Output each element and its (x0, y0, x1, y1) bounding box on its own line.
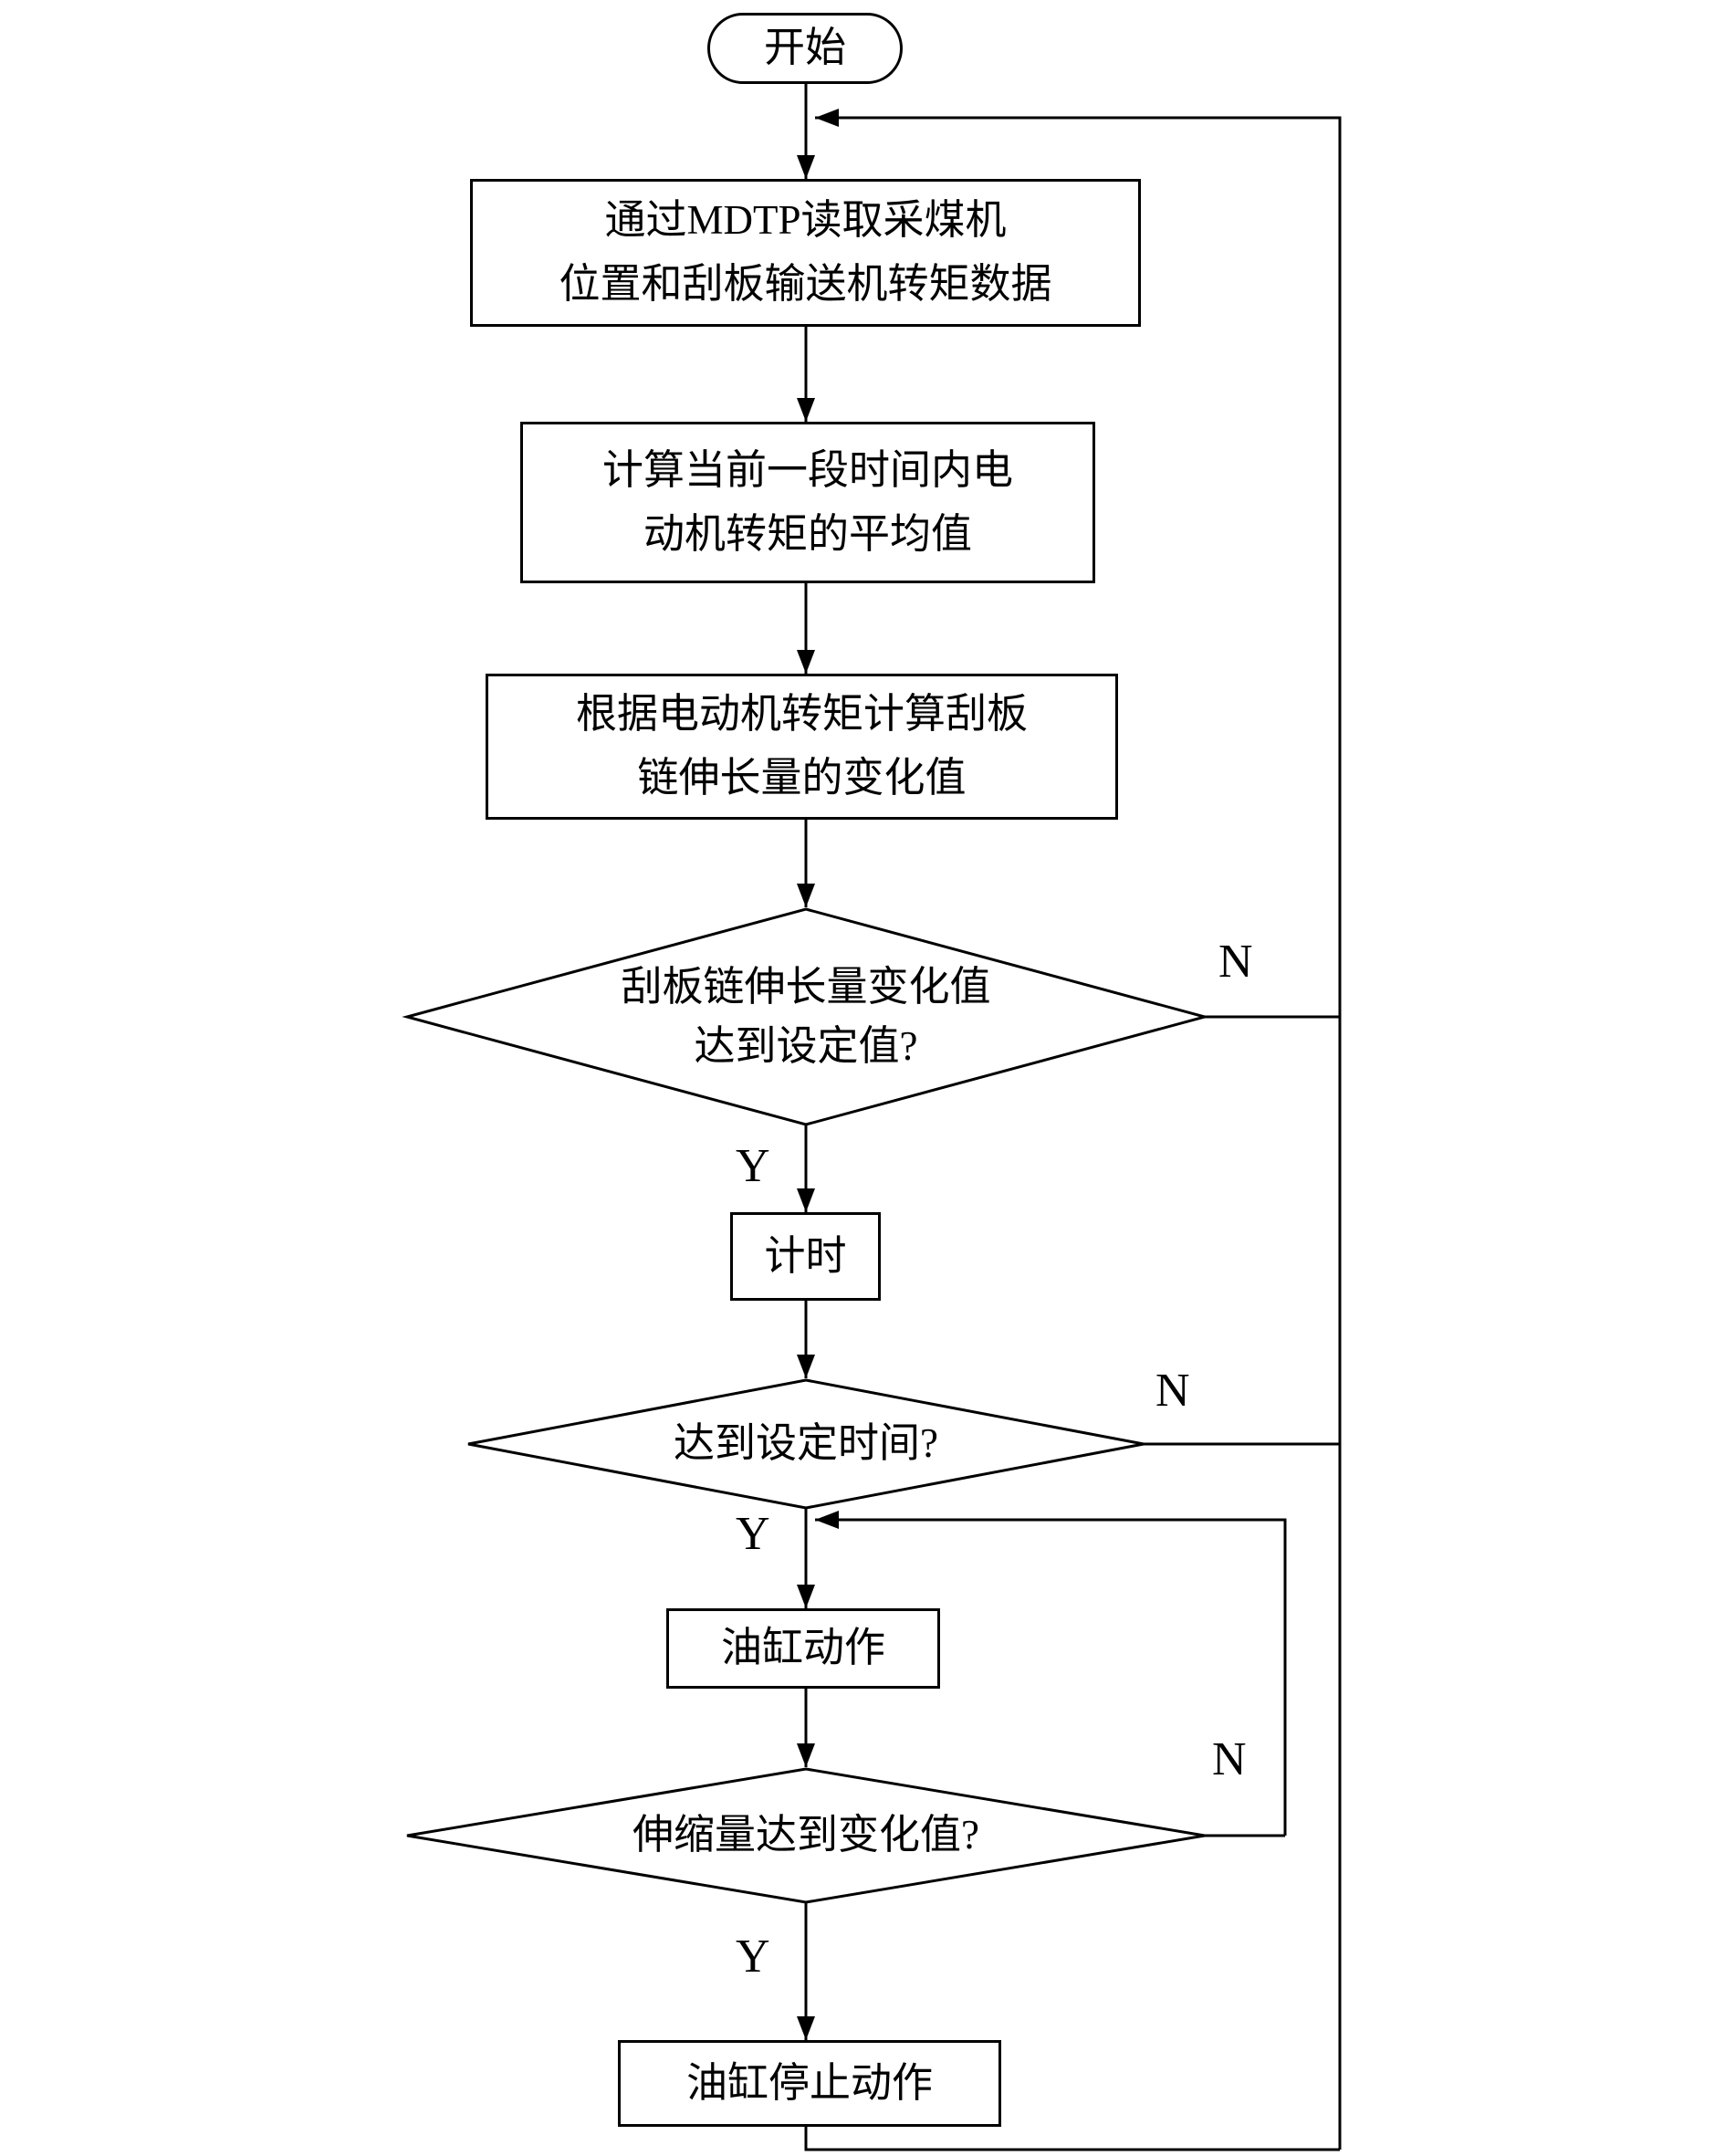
edge-label-yes-check3: Y (736, 1931, 770, 1983)
calc-elongation-line1: 根据电动机转矩计算刮板 (575, 691, 1028, 738)
calc-elongation-line2: 链伸长量的变化值 (637, 755, 967, 801)
cylinder-action-label: 油缸动作 (720, 1625, 885, 1671)
read-data-line1: 通过MDTP读取采煤机 (604, 197, 1007, 244)
cylinder-stop-label: 油缸停止动作 (685, 2059, 933, 2106)
edge-outer-loop-to-top (815, 109, 1342, 2150)
decision-diamond-check-elongation (402, 907, 1210, 1126)
edge-label-yes-check1: Y (736, 1140, 770, 1192)
edge-stop-return (804, 2127, 1340, 2151)
flow-node-calc-elongation: 根据电动机转矩计算刮板 链伸长量的变化值 (486, 674, 1118, 820)
read-data-line2: 位置和刮板输送机转矩数据 (559, 261, 1052, 307)
edge-label-yes-check2: Y (736, 1508, 770, 1560)
edge-label-no-check2: N (1155, 1365, 1190, 1417)
calc-avg-torque-line2: 动机转矩的平均值 (643, 510, 972, 557)
decision-diamond-check-extension (406, 1767, 1206, 1904)
decision-diamond-check-time (467, 1378, 1145, 1510)
calc-avg-torque-line1: 计算当前一段时间内电 (601, 446, 1013, 493)
timing-label: 计时 (764, 1232, 847, 1279)
edge-label-no-check1: N (1218, 936, 1253, 988)
flow-node-cylinder-action: 油缸动作 (666, 1608, 940, 1689)
flow-node-cylinder-stop: 油缸停止动作 (618, 2040, 1001, 2127)
flow-node-start: 开始 (707, 13, 903, 84)
flow-node-calc-avg-torque: 计算当前一段时间内电 动机转矩的平均值 (520, 422, 1095, 583)
flow-node-read-data: 通过MDTP读取采煤机 位置和刮板输送机转矩数据 (470, 179, 1141, 327)
flow-node-timing: 计时 (730, 1212, 881, 1301)
start-label: 开始 (763, 25, 846, 71)
edge-label-no-check3: N (1212, 1733, 1247, 1785)
edge-inner-loop (815, 1511, 1287, 1836)
